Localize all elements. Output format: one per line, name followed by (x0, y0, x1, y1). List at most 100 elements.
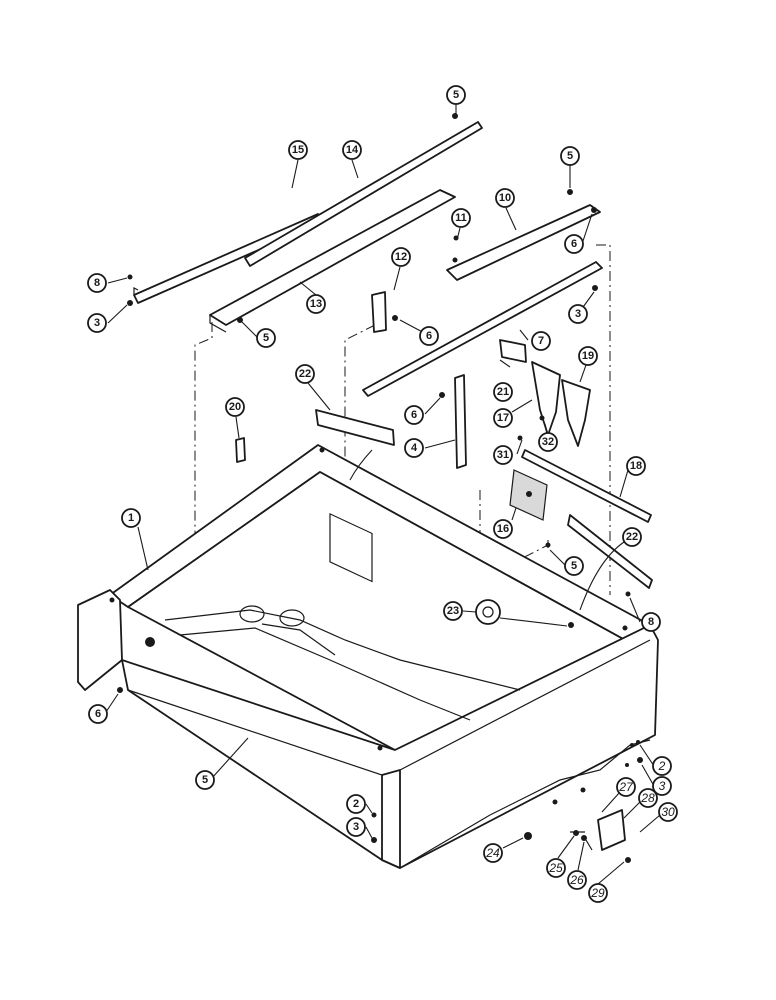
svg-text:26: 26 (569, 873, 584, 887)
svg-text:3: 3 (575, 308, 581, 320)
svg-text:29: 29 (590, 886, 605, 900)
svg-text:30: 30 (661, 805, 675, 819)
svg-text:5: 5 (202, 774, 208, 786)
plate-22-upper (315, 409, 395, 446)
callout-19: 19 (578, 346, 598, 366)
plate-21 (499, 339, 527, 363)
callout-5: 5 (256, 328, 276, 348)
callout-29: 29 (588, 883, 608, 903)
svg-text:3: 3 (94, 317, 100, 329)
rail-14 (244, 121, 483, 267)
callout-3: 3 (87, 313, 107, 333)
callouts: 1 2 2 3 3 3 3 4 5 5 5 5 5 6 6 6 6 7 8 8 … (87, 85, 678, 903)
bracket-19 (561, 379, 591, 447)
svg-text:19: 19 (582, 350, 594, 362)
bracket-17 (531, 361, 561, 436)
svg-text:6: 6 (411, 409, 417, 421)
callout-3: 3 (568, 304, 588, 324)
callout-2: 2 (346, 794, 366, 814)
svg-text:21: 21 (497, 386, 509, 398)
svg-text:12: 12 (395, 251, 407, 263)
svg-text:6: 6 (426, 330, 432, 342)
svg-text:5: 5 (263, 332, 269, 344)
callout-15: 15 (288, 140, 308, 160)
callout-16: 16 (493, 519, 513, 539)
strap-4 (454, 374, 467, 469)
svg-text:6: 6 (571, 238, 577, 250)
svg-text:2: 2 (353, 798, 359, 810)
callout-28: 28 (638, 788, 658, 808)
callout-5: 5 (195, 770, 215, 790)
hinge-assembly (524, 809, 626, 851)
callout-25: 25 (546, 858, 566, 878)
callout-24: 24 (483, 843, 503, 863)
svg-text:11: 11 (455, 212, 467, 224)
plate-16 (509, 469, 548, 521)
svg-text:27: 27 (618, 780, 634, 794)
svg-text:24: 24 (485, 846, 500, 860)
svg-text:4: 4 (411, 442, 418, 454)
callout-1: 1 (121, 508, 141, 528)
callout-11: 11 (451, 208, 471, 228)
callout-18: 18 (626, 456, 646, 476)
svg-text:25: 25 (548, 861, 563, 875)
callout-3: 3 (652, 776, 672, 796)
callout-6: 6 (404, 405, 424, 425)
callout-4: 4 (404, 438, 424, 458)
callout-10: 10 (495, 188, 515, 208)
fasteners (117, 113, 643, 863)
svg-text:23: 23 (447, 605, 459, 617)
svg-text:16: 16 (497, 523, 509, 535)
svg-text:14: 14 (346, 144, 359, 156)
callout-8: 8 (87, 273, 107, 293)
svg-text:31: 31 (497, 449, 509, 461)
svg-text:22: 22 (626, 531, 638, 543)
svg-text:6: 6 (95, 708, 101, 720)
svg-text:5: 5 (453, 89, 459, 101)
callout-23: 23 (443, 601, 463, 621)
callout-13: 13 (306, 294, 326, 314)
svg-text:20: 20 (229, 401, 241, 413)
svg-text:15: 15 (292, 144, 304, 156)
callout-31: 31 (493, 445, 513, 465)
callout-27: 27 (616, 777, 636, 797)
callout-7: 7 (531, 331, 551, 351)
rail-18 (521, 449, 652, 523)
svg-text:2: 2 (658, 759, 666, 773)
svg-text:3: 3 (353, 821, 359, 833)
svg-text:13: 13 (310, 298, 322, 310)
rail-15 (133, 213, 323, 304)
svg-text:8: 8 (94, 277, 100, 289)
svg-text:10: 10 (499, 192, 511, 204)
rail-7 (362, 261, 603, 397)
bracket-20 (235, 437, 246, 463)
callout-6: 6 (88, 704, 108, 724)
svg-text:28: 28 (640, 791, 655, 805)
callout-21: 21 (493, 382, 513, 402)
callout-5: 5 (446, 85, 466, 105)
tank-body (77, 444, 659, 869)
callout-26: 26 (567, 870, 587, 890)
callout-5: 5 (560, 146, 580, 166)
callout-6: 6 (564, 234, 584, 254)
part-23 (475, 599, 501, 625)
rail-13 (209, 189, 456, 333)
callout-2: 2 (652, 756, 672, 776)
callout-8: 8 (641, 612, 661, 632)
strap-12 (371, 291, 387, 333)
callout-30: 30 (658, 802, 678, 822)
svg-text:32: 32 (542, 436, 554, 448)
svg-text:1: 1 (128, 512, 134, 524)
svg-text:18: 18 (630, 460, 642, 472)
callout-6: 6 (419, 326, 439, 346)
svg-text:17: 17 (497, 412, 509, 424)
callout-3: 3 (346, 817, 366, 837)
callout-32: 32 (538, 432, 558, 452)
plate-22-lower (567, 514, 653, 589)
bracket-10 (446, 204, 601, 281)
callout-12: 12 (391, 247, 411, 267)
callout-5: 5 (564, 556, 584, 576)
svg-text:8: 8 (648, 616, 654, 628)
svg-text:5: 5 (571, 560, 577, 572)
